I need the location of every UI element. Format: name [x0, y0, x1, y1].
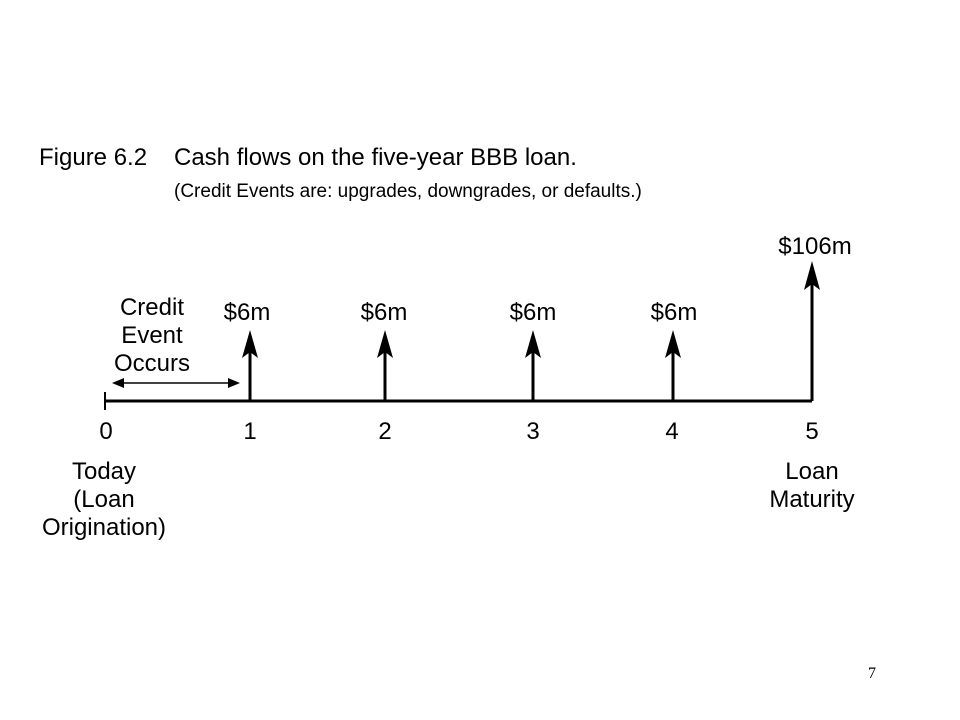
cash-flow-amount-year-4: $6m — [650, 299, 698, 326]
year-tick-label: 0 — [99, 418, 113, 445]
start-caption: Today (Loan Origination) — [42, 458, 166, 542]
start-caption-line: Today — [71, 458, 137, 485]
year-tick-label: 1 — [243, 418, 257, 445]
cash-flow-amount-year-3: $6m — [509, 299, 557, 326]
cash-flow-amount-year-1: $6m — [223, 299, 271, 326]
figure-label: Figure 6.2 — [39, 144, 148, 171]
credit-event-label-line: Credit — [119, 294, 185, 321]
cash-flow-amount-year-5: $106m — [778, 233, 852, 260]
page-number: 7 — [868, 665, 876, 682]
year-tick-label: 4 — [665, 418, 679, 445]
year-tick-label: 2 — [378, 418, 392, 445]
cash-flow-arrow-year-1 — [242, 330, 258, 401]
cash-flow-arrow-year-3 — [525, 330, 541, 401]
credit-event-label: Credit Event Occurs — [114, 294, 190, 378]
cash-flow-arrow-year-4 — [665, 330, 681, 401]
credit-event-label-line: Event — [121, 322, 183, 349]
end-caption-line: Maturity — [769, 486, 855, 513]
cash-flow-amount-year-2: $6m — [360, 299, 408, 326]
year-tick-label: 3 — [526, 418, 540, 445]
figure-subtitle: (Credit Events are: upgrades, downgrades… — [174, 181, 642, 202]
cash-flow-arrow-year-2 — [377, 330, 393, 401]
start-caption-line: (Loan — [73, 486, 135, 513]
cash-flow-arrow-year-5 — [804, 261, 820, 401]
year-tick-label: 5 — [805, 418, 819, 445]
credit-event-arrowhead-left — [112, 378, 124, 388]
credit-event-label-line: Occurs — [113, 350, 191, 377]
figure-title: Cash flows on the five-year BBB loan. — [174, 144, 577, 171]
end-caption-line: Loan — [785, 458, 839, 485]
end-caption: Loan Maturity — [769, 458, 854, 514]
credit-event-arrowhead-right — [228, 378, 240, 388]
start-caption-line: Origination) — [41, 514, 167, 541]
